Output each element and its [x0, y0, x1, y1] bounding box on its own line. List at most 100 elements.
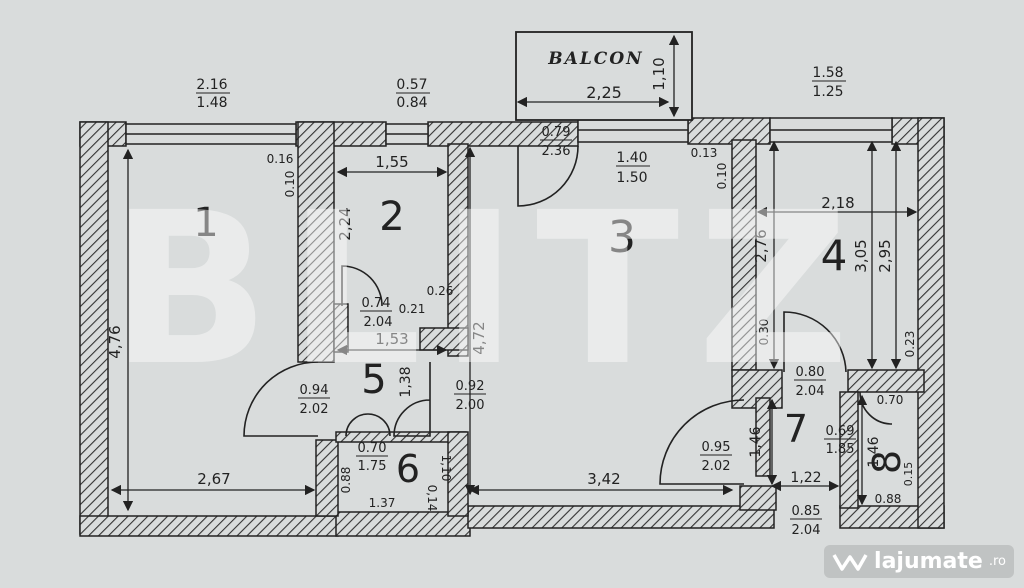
- room-4-number: 4: [821, 231, 848, 280]
- window-3-height: 1.25: [812, 84, 843, 100]
- door-entry-width: 0.92: [456, 379, 485, 394]
- wall: [427, 121, 579, 147]
- door-balcony-height: 2.36: [542, 144, 571, 159]
- window-4-width: 1.40: [616, 150, 647, 166]
- logo-tld: .ro: [988, 554, 1006, 569]
- doors: [243, 145, 893, 485]
- window-1-width: 2.16: [196, 77, 227, 93]
- room-8-number: 8: [865, 450, 909, 474]
- r4-wall-a: 0.30: [757, 319, 771, 346]
- site-logo[interactable]: lajumate .ro: [824, 545, 1014, 578]
- wall: [447, 143, 469, 357]
- door-1-width: 0.94: [300, 383, 329, 398]
- door-balcony-swing: [517, 145, 579, 207]
- r8-height: 1,46: [866, 436, 882, 467]
- window-labels: 2.16 1.48 0.57 0.84 1.58 1.25 1.40 1.50: [196, 65, 846, 186]
- room-dimension-labels: 4,76 2,67 0.16 0.10 1,55 2,24 0.26 0.21 …: [106, 146, 917, 511]
- wall: [739, 485, 777, 511]
- door-8-width: 0.69: [826, 424, 855, 439]
- wall: [467, 505, 775, 529]
- room-5-number: 5: [361, 357, 386, 403]
- door-1-height: 2.02: [300, 402, 329, 417]
- door-labels: 0.79 2.36 0.74 2.04 0.94 2.02 0.92 2.00 …: [298, 125, 856, 538]
- r4-width: 2,18: [821, 194, 854, 212]
- r4-wall-b: 0.23: [903, 331, 917, 358]
- r1-width: 2,67: [197, 470, 230, 488]
- r1-wall-b: 0.10: [283, 171, 297, 198]
- r3-wall-a: 0.13: [691, 146, 718, 160]
- window-2-height: 0.84: [396, 95, 427, 111]
- r2-height: 2,24: [336, 207, 354, 240]
- door-3-swing: [659, 399, 745, 485]
- walls: [79, 117, 945, 537]
- r4-height-b: 3,05: [852, 239, 870, 272]
- r2-wall-b: 0.21: [399, 302, 426, 316]
- r6-width: 1.37: [369, 496, 396, 510]
- balcony-depth: 1,10: [650, 57, 668, 90]
- room-numbers: 1 2 3 4 5 6 7 8: [193, 194, 909, 491]
- r4-height-a: 2,76: [752, 229, 770, 262]
- wall: [687, 117, 771, 145]
- door-4-swing: [783, 311, 847, 373]
- room-6-number: 6: [396, 447, 420, 491]
- door-1-swing: [243, 361, 319, 437]
- door-entry-height: 2.00: [456, 398, 485, 413]
- door-balcony-width: 0.79: [542, 125, 571, 140]
- r3-height: 4,72: [470, 321, 488, 354]
- door-3-width: 0.95: [702, 440, 731, 455]
- room-7-number: 7: [784, 407, 808, 451]
- window-3-width: 1.58: [812, 65, 843, 81]
- room-1-number: 1: [193, 200, 218, 246]
- wall: [333, 303, 349, 353]
- door-4-width: 0.80: [796, 365, 825, 380]
- door-entry-swing: [393, 362, 431, 437]
- r3-width: 3,42: [587, 470, 620, 488]
- door-2-swing: [341, 265, 383, 307]
- wall: [917, 117, 945, 529]
- logo-text: lajumate: [874, 549, 983, 574]
- door-6-height: 1.75: [358, 459, 387, 474]
- door-6-width: 0.70: [358, 441, 387, 456]
- balcony-width: 2,25: [586, 83, 622, 102]
- r8-wall: 0.88: [875, 492, 902, 506]
- r7-height: 1,46: [748, 426, 764, 457]
- window-2-width: 0.57: [396, 77, 427, 93]
- r6-height-b: 1,10: [439, 455, 453, 482]
- dimension-lines: [110, 140, 918, 512]
- r1-height: 4,76: [106, 325, 124, 358]
- window-4-height: 1.50: [616, 170, 647, 186]
- wall: [79, 515, 339, 537]
- window-frames: [125, 117, 893, 145]
- balcony: BALCON 2,25 1,10: [515, 31, 693, 121]
- r6-wall: 0,14: [425, 485, 439, 512]
- door-4-height: 2.04: [796, 384, 825, 399]
- r3-wall-b: 0.10: [715, 163, 729, 190]
- r5-height: 1,38: [398, 366, 414, 397]
- wall: [335, 431, 467, 443]
- room-3-number: 3: [608, 212, 636, 263]
- r7-width: 1,22: [790, 470, 821, 486]
- door-main-width: 0.85: [792, 504, 821, 519]
- r4-height-c: 2,95: [876, 239, 894, 272]
- r2-wall: 0.26: [427, 284, 454, 298]
- door-6-swing: [345, 413, 391, 437]
- wall: [419, 327, 469, 351]
- door-2-height: 2.04: [364, 315, 393, 330]
- r8-wall-b: 0.15: [902, 462, 915, 487]
- wall: [731, 139, 757, 371]
- wall: [315, 439, 339, 517]
- wall: [297, 121, 335, 363]
- balcony-label: BALCON: [547, 49, 643, 69]
- window-1-height: 1.48: [196, 95, 227, 111]
- r1-wall-a: 0.16: [267, 152, 294, 166]
- wall: [79, 121, 109, 535]
- room-2-number: 2: [379, 194, 404, 240]
- r5-width: 1,53: [375, 330, 408, 348]
- wall: [847, 369, 925, 393]
- r2-width: 1,55: [375, 153, 408, 171]
- logo-mark-icon: [832, 553, 868, 571]
- door-3-height: 2.02: [702, 459, 731, 474]
- r6-height-a: 0.88: [339, 467, 353, 494]
- door-8-height: 1.85: [826, 442, 855, 457]
